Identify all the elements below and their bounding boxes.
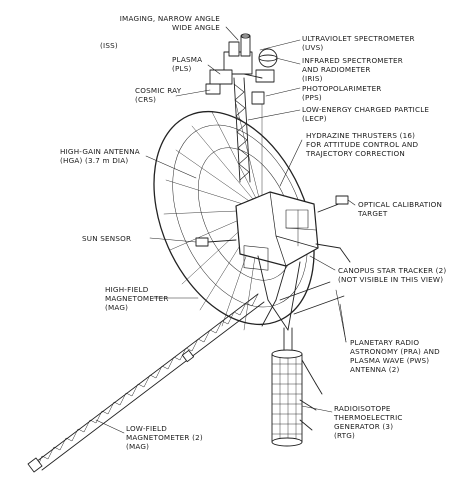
label-ultraviolet-spectrometer: ULTRAVIOLET SPECTROMETER (UVS): [302, 34, 415, 52]
optical-calibration-target: [317, 195, 349, 213]
label-line: (CRS): [135, 95, 157, 104]
label-line: (UVS): [302, 43, 324, 52]
label-line: (PPS): [302, 93, 322, 102]
science-boom: [233, 77, 251, 183]
label-line: GENERATOR (3): [334, 422, 394, 431]
label-line: CANOPUS STAR TRACKER (2): [338, 266, 447, 275]
label-line: COSMIC RAY: [135, 86, 182, 95]
label-line: ULTRAVIOLET SPECTROMETER: [302, 34, 415, 43]
pra-pws-antennas: [279, 281, 345, 315]
label-line: HIGH-GAIN ANTENNA: [60, 147, 140, 156]
label-line: (ISS): [100, 41, 118, 50]
label-line: LOW-FIELD: [126, 424, 167, 433]
label-line: (MAG): [126, 442, 150, 451]
label-line: PLASMA: [172, 55, 203, 64]
label-line: PHOTOPOLARIMETER: [302, 84, 382, 93]
label-plasma: PLASMA (PLS): [172, 55, 202, 73]
label-line: IMAGING, NARROW ANGLE: [119, 14, 220, 23]
spacecraft-bus: [235, 191, 319, 271]
label-optical-calibration-target: OPTICAL CALIBRATION TARGET: [358, 200, 442, 218]
label-low-field-magnetometer: LOW-FIELD MAGNETOMETER (2) (MAG): [126, 424, 203, 451]
label-line: HIGH-FIELD: [105, 285, 149, 294]
label-line: OPTICAL CALIBRATION: [358, 200, 443, 209]
label-line: WIDE ANGLE: [172, 23, 220, 32]
label-line: INFRARED SPECTROMETER: [302, 56, 403, 65]
label-line: AND RADIOMETER: [302, 65, 371, 74]
label-sun-sensor: SUN SENSOR: [82, 234, 131, 243]
label-line: (IRIS): [302, 74, 323, 83]
label-low-energy-charged-particle: LOW-ENERGY CHARGED PARTICLE (LECP): [302, 105, 429, 123]
label-line: TRAJECTORY CORRECTION: [306, 149, 405, 158]
label-line: LOW-ENERGY CHARGED PARTICLE: [302, 105, 430, 114]
label-line: (LECP): [302, 114, 327, 123]
label-line: ANTENNA (2): [350, 365, 400, 374]
label-line: FOR ATTITUDE CONTROL AND: [306, 140, 419, 149]
scan-platform: [205, 33, 278, 105]
label-line: TARGET: [358, 209, 388, 218]
label-high-field-magnetometer: HIGH-FIELD MAGNETOMETER (MAG): [105, 285, 169, 312]
label-line: MAGNETOMETER: [105, 294, 169, 303]
label-hydrazine-thrusters: HYDRAZINE THRUSTERS (16) FOR ATTITUDE CO…: [306, 131, 418, 158]
label-line: (MAG): [105, 303, 129, 312]
bus-struts: [257, 243, 351, 331]
label-cosmic-ray: COSMIC RAY (CRS): [135, 86, 181, 104]
label-line: ASTRONOMY (PRA) AND: [350, 347, 440, 356]
label-line: PLANETARY RADIO: [350, 338, 420, 347]
label-line: (PLS): [172, 64, 192, 73]
label-line: (RTG): [334, 431, 356, 440]
label-line: THERMOELECTRIC: [334, 413, 403, 422]
label-line: MAGNETOMETER (2): [126, 433, 203, 442]
label-planetary-radio-astronomy: PLANETARY RADIO ASTRONOMY (PRA) AND PLAS…: [350, 338, 440, 374]
leader-lines: [95, 26, 356, 434]
label-line: (NOT VISIBLE IN THIS VIEW): [338, 275, 444, 284]
label-radioisotope-generator: RADIOISOTOPE THERMOELECTRIC GENERATOR (3…: [334, 404, 403, 440]
rtg-assembly: [271, 327, 323, 447]
label-line: HYDRAZINE THRUSTERS (16): [306, 131, 416, 140]
label-line: (HGA) (3.7 m DIA): [60, 156, 129, 165]
label-canopus-star-tracker: CANOPUS STAR TRACKER (2) (NOT VISIBLE IN…: [338, 266, 446, 284]
label-line: PLASMA WAVE (PWS): [350, 356, 430, 365]
label-infrared-spectrometer: INFRARED SPECTROMETER AND RADIOMETER (IR…: [302, 56, 403, 83]
label-line: RADIOISOTOPE: [334, 404, 391, 413]
label-imaging-iss: IMAGING, NARROW ANGLE WIDE ANGLE (ISS): [100, 14, 220, 50]
magnetometer-boom: [27, 293, 265, 473]
label-photopolarimeter: PHOTOPOLARIMETER (PPS): [302, 84, 382, 102]
label-high-gain-antenna: HIGH-GAIN ANTENNA (HGA) (3.7 m DIA): [60, 147, 140, 165]
label-line: SUN SENSOR: [82, 234, 132, 243]
